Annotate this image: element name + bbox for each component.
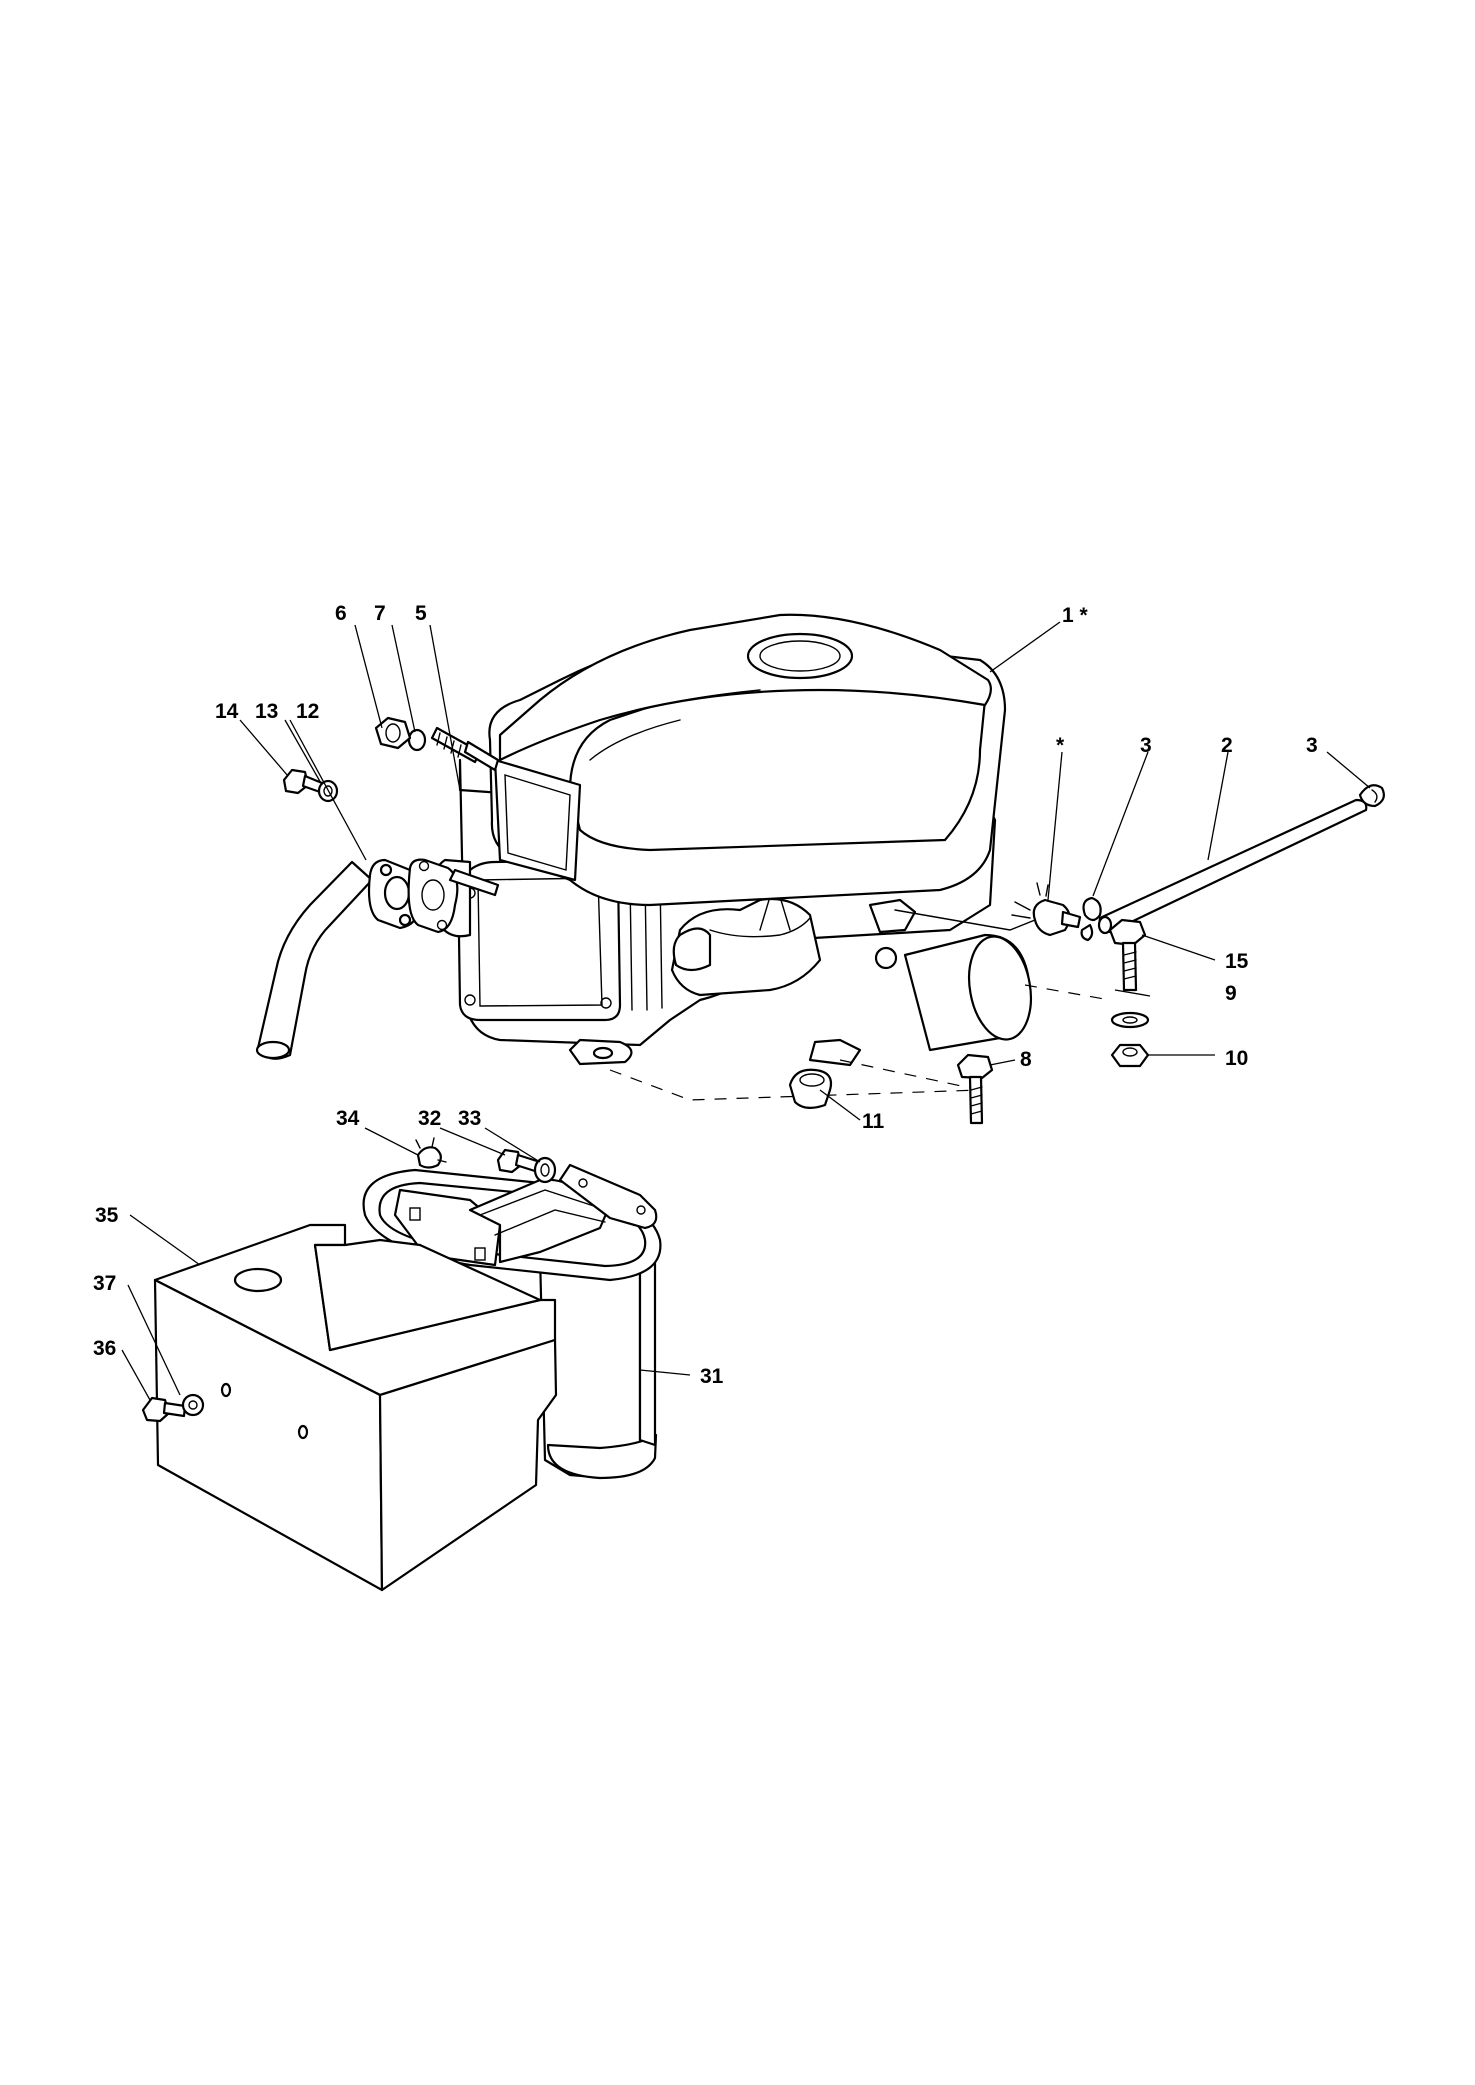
bolt-15-head [1108, 918, 1147, 947]
muffler-hardware [415, 1137, 557, 1184]
label-part-12: 12 [296, 700, 319, 723]
label-part-1: 1 * [1062, 604, 1089, 627]
nut-6 [374, 716, 412, 750]
label-part-13: 13 [255, 700, 278, 723]
label-part-31: 31 [700, 1365, 724, 1388]
leader-lines [121, 621, 1371, 1401]
label-part-3b: 3 [1306, 734, 1318, 757]
nut-11 [788, 1068, 833, 1109]
bolt-36-washer-37 [141, 1393, 205, 1423]
washer-9 [1110, 1011, 1150, 1029]
label-part-5: 5 [415, 602, 427, 625]
label-part-6: 6 [335, 602, 347, 625]
fuel-line-assembly [1011, 784, 1385, 942]
label-part-11: 11 [862, 1110, 885, 1133]
label-part-33: 33 [458, 1107, 481, 1130]
label-part-34: 34 [336, 1107, 360, 1130]
label-part-8: 8 [1020, 1048, 1032, 1071]
label-part-14: 14 [215, 700, 239, 723]
label-part-32: 32 [418, 1107, 441, 1130]
exhaust-pipe [255, 858, 500, 1060]
label-part-15: 15 [1225, 950, 1249, 973]
exhaust-stud-assembly [374, 716, 500, 772]
label-part-36: 36 [93, 1337, 116, 1360]
label-part-2: 2 [1221, 734, 1233, 757]
engine-assembly [434, 613, 1111, 1101]
bolt-14-washer-13 [282, 768, 339, 803]
label-part-9: 9 [1225, 982, 1237, 1005]
label-part-35: 35 [95, 1204, 119, 1227]
label-part-10: 10 [1225, 1047, 1248, 1070]
label-part-37: 37 [93, 1272, 116, 1295]
engine-mount-hardware [788, 918, 1150, 1125]
heat-shield-35 [153, 1223, 558, 1592]
part-labels: 1 * * 3 2 3 6 7 5 14 13 12 15 9 8 10 11 … [93, 602, 1318, 1388]
muffler-31 [362, 1163, 662, 1480]
bolt-8-head [956, 1053, 994, 1080]
label-part-7: 7 [374, 602, 386, 625]
label-star: * [1056, 734, 1065, 757]
washer-7 [407, 728, 427, 752]
label-part-3a: 3 [1140, 734, 1152, 757]
